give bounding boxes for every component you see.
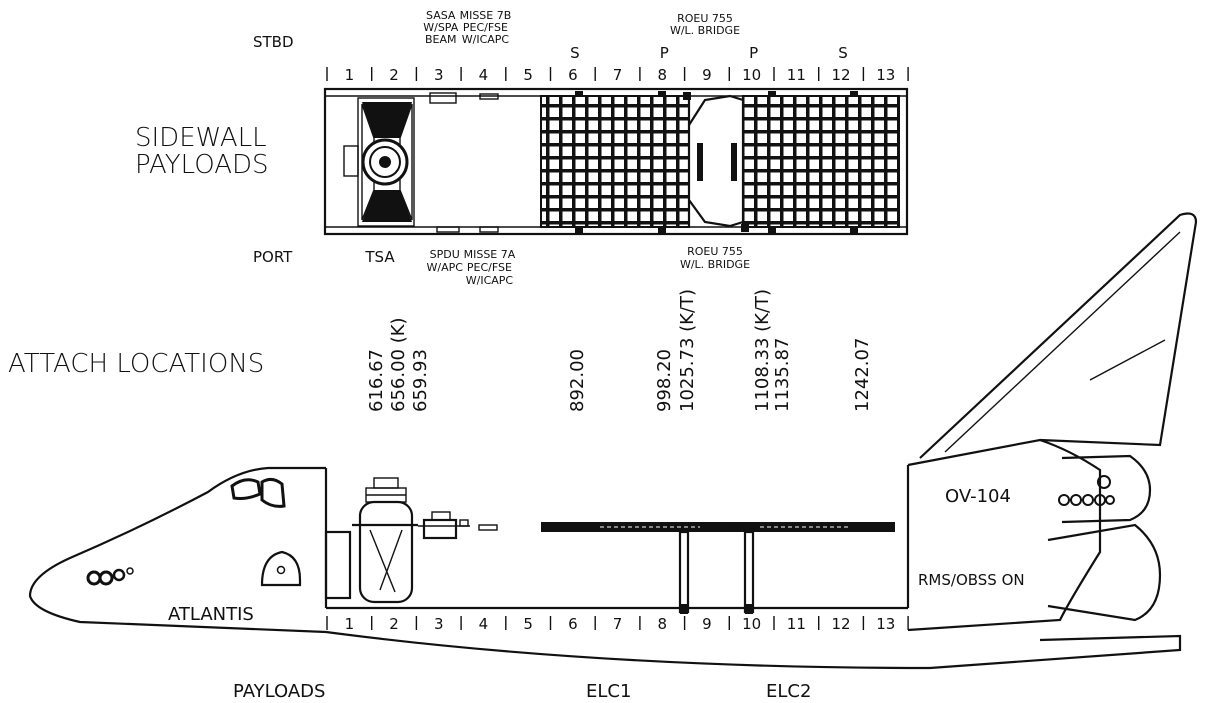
stbd-payload-label: MISSE 7B <box>460 9 512 22</box>
sidewall-label-line2: PAYLOADS <box>135 150 269 180</box>
misse7b-box <box>479 93 499 100</box>
attach-value: 998.20 <box>654 349 675 412</box>
stbd-payload-label: PEC/FSE <box>463 21 508 34</box>
bay-number: 3 <box>434 66 444 84</box>
bay-mark: P <box>660 44 669 62</box>
bay-number: 9 <box>702 615 712 633</box>
port-payload-label: MISSE 7A <box>464 248 516 261</box>
attach-value: 1242.07 <box>852 338 873 412</box>
bay-number: 4 <box>479 615 489 633</box>
port-payload-label: PEC/FSE <box>467 261 512 274</box>
sasa-side-view <box>418 511 470 540</box>
bay-number: 4 <box>479 66 489 84</box>
bay-number: 13 <box>876 66 895 84</box>
bay-number: 13 <box>876 615 895 633</box>
port-payload-label: SPDU <box>430 248 460 261</box>
elc1-top-grid <box>540 95 690 228</box>
bay-mark: S <box>838 44 848 62</box>
bay-number: 11 <box>787 66 806 84</box>
stbd-payload-label: W/ICAPC <box>462 33 510 46</box>
bay-number: 2 <box>389 66 399 84</box>
attach-value: 656.00 (K) <box>388 317 409 412</box>
bridge-bay9 <box>683 92 749 232</box>
bay-mark: S <box>570 44 580 62</box>
port-payload-label: W/ICAPC <box>466 274 514 287</box>
attach-locations-label: ATTACH LOCATIONS <box>8 349 264 379</box>
misse7a-box <box>479 226 499 233</box>
attach-value: 616.67 <box>366 349 387 412</box>
attach-value: 1025.73 (K/T) <box>677 289 698 412</box>
port-payload-label: W/APC <box>427 261 464 274</box>
bay-number: 12 <box>832 66 851 84</box>
rms-label: RMS/OBSS ON <box>918 571 1025 589</box>
bay-number: 6 <box>568 615 578 633</box>
tsa-side-view <box>352 477 418 604</box>
port-label: PORT <box>253 248 293 266</box>
bay-number: 7 <box>613 66 623 84</box>
attach-value: 659.93 <box>410 349 431 412</box>
attach-value: 1108.33 (K/T) <box>752 289 773 412</box>
stbd-payload-label: W/SPA <box>423 21 458 34</box>
orbiter-id: OV-104 <box>945 486 1011 507</box>
stbd-payload-label: ROEU 755 <box>677 12 733 25</box>
sidewall-label-line1: SIDEWALL <box>135 123 267 153</box>
bay-number: 8 <box>657 615 667 633</box>
bay-number: 7 <box>613 615 623 633</box>
bay-number: 3 <box>434 615 444 633</box>
bay-number: 11 <box>787 615 806 633</box>
bay-number: 2 <box>389 615 399 633</box>
bay-number: 9 <box>702 66 712 84</box>
elc2-label: ELC2 <box>766 681 811 702</box>
bay-number: 5 <box>523 66 533 84</box>
stbd-payload-label: SASA <box>426 9 456 22</box>
payloads-label: PAYLOADS <box>233 681 325 702</box>
bay-number: 12 <box>832 615 851 633</box>
misse-side-box <box>478 524 498 531</box>
stbd-payload-label: W/L. BRIDGE <box>670 24 740 37</box>
bay-number: 1 <box>345 66 355 84</box>
bay-number: 10 <box>742 615 761 633</box>
bay-number: 8 <box>657 66 667 84</box>
sasa-box <box>429 92 457 104</box>
bay-number: 5 <box>523 615 533 633</box>
bay-outline <box>323 87 909 236</box>
bay-mark: P <box>749 44 758 62</box>
elc2-top-grid <box>742 95 900 228</box>
spdu-box <box>436 226 460 233</box>
attach-value: 1135.87 <box>772 338 793 412</box>
elc1-label: ELC1 <box>586 681 631 702</box>
attach-value: 892.00 <box>567 349 588 412</box>
bay-number: 1 <box>345 615 355 633</box>
port-payload-label: ROEU 755 <box>687 245 743 258</box>
stbd-payload-label: BEAM <box>425 33 457 46</box>
port-payload-label: W/L. BRIDGE <box>680 258 750 271</box>
port-payload-label: TSA <box>364 248 395 266</box>
orbiter-name: ATLANTIS <box>168 604 254 625</box>
stbd-label: STBD <box>253 33 294 51</box>
bay-number: 10 <box>742 66 761 84</box>
elc-bar <box>541 522 895 532</box>
tsa-structure <box>343 97 415 227</box>
bay-number: 6 <box>568 66 578 84</box>
